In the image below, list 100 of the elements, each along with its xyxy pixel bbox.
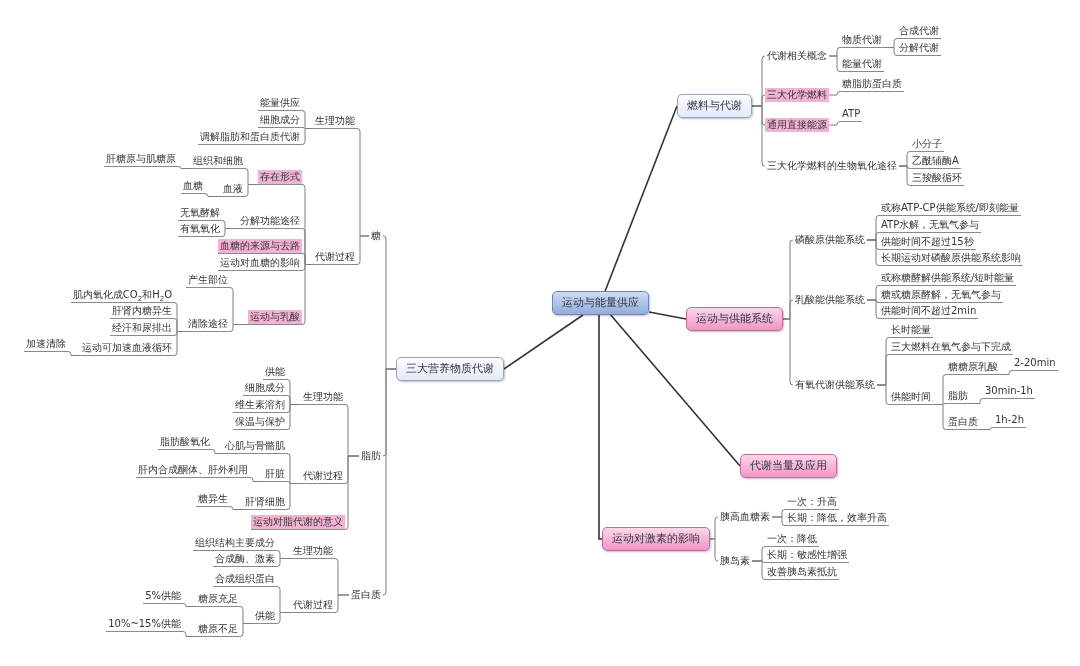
connector-line [771, 516, 786, 526]
topic-label: 代谢过程 [313, 250, 357, 265]
topic-label: 无氧酵解 [178, 206, 222, 221]
topic-label: 合成酶、激素 [213, 552, 277, 567]
topic-label: 一次：降低 [765, 532, 819, 547]
topic-label: 供能时间不超过2min [879, 304, 979, 319]
topic-label: 供能 [253, 609, 277, 624]
topic-label: ATP [840, 107, 863, 122]
topic-label: 糖原不足 [196, 622, 240, 637]
topic-label: 蛋白质 [946, 415, 980, 430]
topic-label: 维生素溶剂 [233, 398, 287, 413]
topic-label: 细胞成分 [243, 381, 287, 396]
connector-line [828, 55, 841, 72]
topic-label: 合成代谢 [897, 24, 941, 39]
topic-label: 长期：敏感性增强 [765, 548, 849, 563]
connector-line [969, 398, 984, 404]
connector-line [999, 370, 1013, 375]
branch-line [598, 314, 603, 540]
topic-label: 长期运动对磷酸原供能系统影响 [879, 251, 1023, 266]
topic-label: 心肌与骨骼肌 [223, 439, 287, 454]
main-topic-box: 运动与供能系统 [686, 307, 783, 331]
branch-line [503, 314, 584, 370]
connector-line [828, 121, 841, 126]
main-topic-box: 代谢当量及应用 [740, 454, 837, 478]
highlighted-topic-label: 血糖的来源与去路 [218, 239, 302, 254]
topic-label: 脂肪 [359, 449, 383, 463]
topic-label: 合成组织蛋白 [213, 572, 277, 587]
connector-line [883, 47, 898, 56]
connector-line [898, 165, 911, 186]
topic-label: 肝肾细胞 [243, 495, 287, 510]
main-topic-box: 运动对激素的影响 [602, 527, 710, 551]
connector-line [249, 477, 264, 482]
branch-line [609, 314, 741, 467]
topic-label: 5%供能 [143, 589, 183, 604]
connector-line [182, 603, 197, 607]
highlighted-topic-label: 通用直接能源 [765, 118, 829, 132]
topic-label: 组织结构主要成分 [193, 536, 277, 551]
topic-label: 糖糖原乳酸 [946, 360, 1000, 375]
connector-line [177, 166, 192, 169]
topic-label: 生理功能 [301, 390, 345, 405]
connector-line [382, 368, 397, 596]
highlighted-topic-label: 三大化学燃料 [765, 88, 829, 102]
main-topic-box: 三大营养物质代谢 [396, 357, 504, 381]
topic-label: 供能时间 [889, 390, 933, 405]
topic-label: 经汗和尿排出 [110, 321, 174, 336]
highlighted-topic-label: 存在形式 [258, 170, 302, 185]
connector-line [356, 235, 370, 265]
topic-label: 生理功能 [313, 114, 357, 129]
topic-label: 三羧酸循环 [910, 171, 964, 186]
connector-line [344, 455, 360, 530]
topic-label: 运动可加速血液循环 [80, 341, 174, 356]
topic-label: 保温与保护 [233, 415, 287, 430]
topic-label: 生理功能 [291, 544, 335, 559]
topic-label: 肝脏 [263, 467, 287, 482]
main-topic-box: 燃料与代谢 [677, 94, 752, 118]
connector-line [751, 105, 766, 167]
connector-line [866, 299, 880, 319]
topic-label: 或称ATP-CP供能系统/即刻能量 [879, 201, 1021, 216]
topic-label: 产生部位 [186, 273, 230, 288]
branch-line [604, 105, 678, 292]
topic-label: 组织和细胞 [191, 154, 245, 169]
topic-label: 肝糖原与肌糖原 [104, 152, 178, 167]
connector-line [828, 91, 841, 96]
topic-label: 调解脂肪和蛋白质代谢 [198, 130, 302, 145]
topic-label: 糖原充足 [196, 592, 240, 607]
topic-label: 供能时间不超过15秒 [879, 235, 976, 250]
topic-label: 或称糖酵解供能系统/短时能量 [879, 271, 1017, 286]
connector-line [239, 623, 254, 637]
topic-label: 糖异生 [196, 492, 230, 507]
connector-line [286, 404, 302, 430]
topic-label: 代谢过程 [301, 469, 345, 484]
topic-label: 清除途径 [186, 317, 230, 332]
topic-label: 乙酰辅酶A [910, 154, 961, 169]
topic-label: 运动对血糖的影响 [218, 256, 302, 271]
topic-label: 分解代谢 [897, 41, 941, 56]
topic-label: 1h-2h [993, 413, 1026, 428]
topic-label: 物质代谢 [840, 33, 884, 48]
topic-label: 胰岛素 [718, 554, 752, 568]
connector-line [221, 228, 239, 237]
topic-label: ATP水解，无氧气参与 [879, 218, 982, 233]
topic-label: 加速清除 [24, 337, 68, 352]
topic-label: 三大燃料在氧气参与下完成 [889, 340, 1013, 355]
topic-label: 肝肾内糖异生 [110, 304, 174, 319]
topic-label: 蛋白质 [349, 588, 383, 602]
topic-label: 肌内氧化成CO$_{2}$和H$_{2}$O [70, 288, 174, 303]
highlighted-topic-label: 运动对脂代谢的意义 [251, 515, 345, 530]
topic-label: 血液 [221, 182, 245, 197]
topic-label: 乳酸能供能系统 [793, 293, 867, 307]
connector-line [276, 612, 292, 624]
topic-label: 糖脂肪蛋白质 [840, 77, 904, 92]
branch-line [648, 311, 687, 320]
topic-label: 代谢过程 [291, 598, 335, 613]
topic-label: 胰高血糖素 [718, 510, 772, 524]
connector-line [182, 631, 197, 637]
connector-line [211, 449, 224, 454]
connector-line [751, 560, 766, 580]
topic-label: 能量供应 [258, 96, 302, 111]
topic-label: 30min-1h [983, 384, 1035, 399]
topic-label: 有氧氧化 [178, 222, 222, 237]
topic-label: 改善胰岛素抵抗 [765, 565, 839, 580]
